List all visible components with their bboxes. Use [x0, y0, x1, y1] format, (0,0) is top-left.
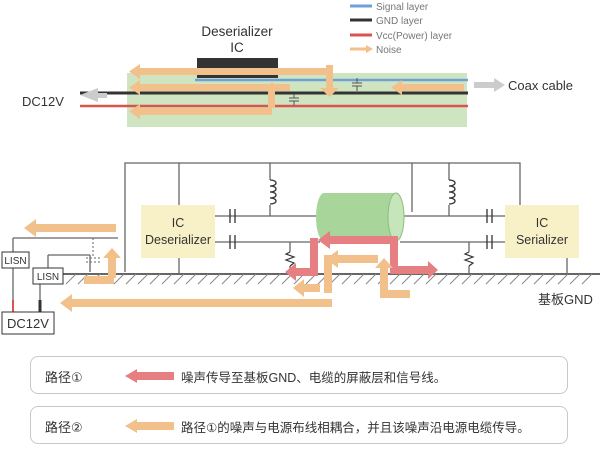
dc-arrow — [80, 88, 98, 102]
top-noise-arrows — [129, 64, 464, 119]
ic-deserializer-box — [141, 205, 215, 258]
board-gnd-label: 基板GND — [538, 292, 593, 307]
termination-resistors — [284, 251, 475, 267]
coax-arrow-head — [494, 78, 505, 92]
circuit-diagram: IC Deserializer IC Serializer — [1, 162, 600, 335]
path-1-description: 噪声传导至基板GND、电缆的屏蔽层和信号线。 — [181, 371, 447, 385]
inductor-left — [269, 179, 277, 205]
ic-deserializer-label-line2: Deserializer — [145, 233, 211, 247]
coax-cable-label: Coax cable — [508, 78, 573, 93]
lisn-label-2: LISN — [37, 272, 59, 283]
layer-legend: Signal layer GND layer Vcc(Power) layer … — [350, 2, 453, 56]
legend-signal-label: Signal layer — [376, 2, 429, 13]
ic-serializer-box — [505, 205, 579, 258]
lisn-box-1 — [1, 251, 30, 269]
circuit-wiring — [12, 162, 568, 312]
inductor-right — [448, 179, 456, 205]
noise-path-1-arrows — [285, 231, 438, 281]
series-capacitors — [229, 209, 493, 249]
dc12v-source-box — [1, 311, 55, 335]
path-2-arrow-icon — [125, 419, 174, 433]
path-2-label: 路径② — [45, 420, 83, 435]
dc12v-source-label: DC12V — [7, 316, 49, 331]
pcb-board — [127, 73, 467, 127]
ic-serializer-label-line1: IC — [536, 216, 549, 230]
deserializer-ic-label-line2: IC — [230, 40, 244, 55]
path-1-label: 路径① — [45, 370, 83, 385]
lisn-label-1: LISN — [4, 256, 26, 267]
lisn-box-2 — [32, 267, 64, 285]
path-1-arrow-icon — [125, 369, 174, 383]
legend-power-label: Vcc(Power) layer — [376, 31, 453, 42]
pcb-cross-section: Deserializer IC — [22, 24, 573, 127]
coax-cable-cylinder — [316, 192, 405, 242]
path-2-legend-box: 路径② 路径①的噪声与电源布线相耦合，并且该噪声沿电源电缆传导。 — [30, 406, 568, 444]
noise-path-2-arrows — [24, 219, 410, 312]
legend-gnd-label: GND layer — [376, 16, 423, 27]
legend-noise-label: Noise — [376, 45, 402, 56]
dc12v-label-top: DC12V — [22, 94, 64, 109]
ic-deserializer-label-line1: IC — [172, 216, 185, 230]
path-2-description: 路径①的噪声与电源布线相耦合，并且该噪声沿电源电缆传导。 — [181, 421, 530, 435]
decoupling-capacitor-symbol-2 — [289, 94, 299, 105]
path-1-legend-box: 路径① 噪声传导至基板GND、电缆的屏蔽层和信号线。 — [30, 356, 568, 394]
coax-arrow-shaft — [474, 82, 494, 88]
parasitic-capacitor — [86, 238, 100, 263]
decoupling-capacitor-symbol — [352, 78, 362, 91]
deserializer-ic-label-line1: Deserializer — [201, 24, 273, 39]
legend-noise-arrowhead — [366, 45, 373, 53]
ic-serializer-label-line2: Serializer — [516, 233, 568, 247]
